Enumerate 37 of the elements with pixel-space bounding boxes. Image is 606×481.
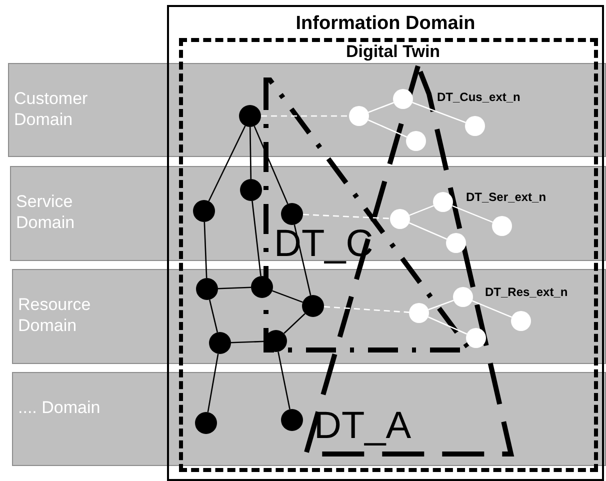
domain-band — [12, 269, 168, 364]
band-label: .... Domain — [18, 397, 102, 418]
connector-line — [218, 286, 252, 290]
band-label: Service Domain — [16, 191, 76, 233]
dashed-link — [261, 115, 349, 117]
domain-band — [8, 63, 168, 157]
connector-line — [208, 126, 246, 202]
node-label: DT_Cus_ext_n — [437, 90, 520, 104]
connector-line — [254, 126, 288, 204]
connector-line — [208, 300, 218, 332]
connector-line — [278, 352, 290, 410]
dashed-link — [324, 306, 410, 313]
connector-line — [204, 222, 208, 278]
connector-line — [252, 200, 262, 276]
region-label: DT_A — [314, 404, 414, 448]
band-label: Customer Domain — [14, 88, 89, 130]
connector-line — [368, 119, 408, 138]
node-label: DT_Res_ext_n — [485, 285, 568, 299]
connector-line — [408, 222, 448, 240]
connector-line — [230, 340, 266, 344]
domain-band — [12, 372, 168, 466]
connector-line — [249, 126, 252, 180]
frame-title: Information Domain — [294, 13, 476, 35]
connector-line — [368, 102, 394, 113]
connector-line — [472, 300, 512, 318]
connector-line — [207, 354, 219, 412]
connector-line — [428, 300, 454, 310]
domain-band — [10, 166, 168, 261]
connector-line — [412, 102, 466, 124]
band-label: Resource Domain — [18, 294, 92, 336]
connector-line — [284, 313, 306, 334]
connector-line — [409, 205, 434, 216]
connector-line — [452, 205, 493, 223]
boundary-title: Digital Twin — [344, 42, 442, 62]
node-label: DT_Ser_ext_n — [466, 190, 546, 204]
dashed-link — [302, 214, 390, 220]
connector-line — [272, 290, 303, 303]
